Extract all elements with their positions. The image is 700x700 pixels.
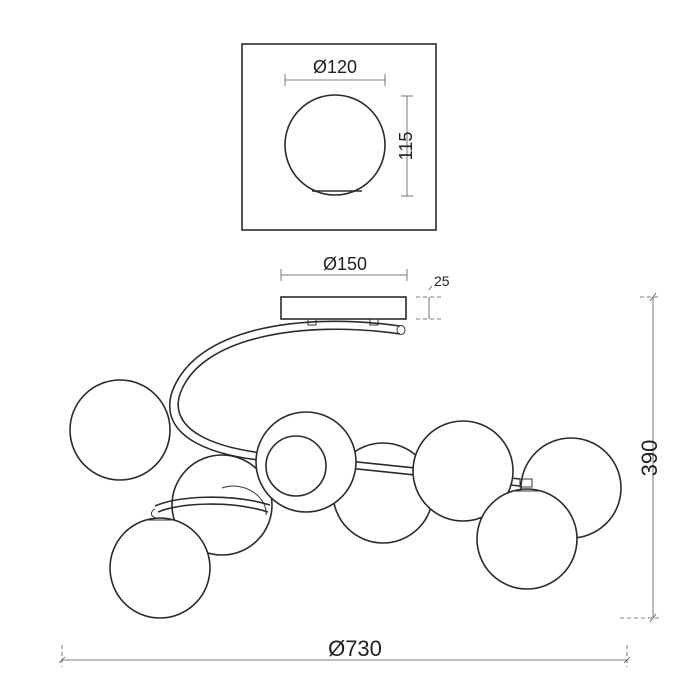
detail-globe xyxy=(284,94,386,196)
globe-upper-left xyxy=(69,379,171,481)
fixture-side-view: Ø150 25 xyxy=(58,254,662,667)
globe-center xyxy=(255,411,357,513)
overall-height-dimension: 390 xyxy=(620,292,662,623)
globe-detail-view: Ø120 115 xyxy=(241,43,437,231)
canopy-diameter-label: Ø150 xyxy=(323,254,367,274)
detail-diameter-dimension: Ø120 xyxy=(284,57,386,86)
detail-height-label: 115 xyxy=(396,132,416,161)
canopy-diameter-dimension: Ø150 xyxy=(280,254,408,281)
globe-lower-left xyxy=(109,517,211,619)
front-globes xyxy=(69,379,578,619)
globe-center-inner-ring xyxy=(265,435,327,497)
detail-diameter-label: Ø120 xyxy=(313,57,357,77)
fixture-arms xyxy=(150,320,533,519)
overall-height-label: 390 xyxy=(637,440,662,477)
overall-diameter-label: Ø730 xyxy=(328,636,382,661)
globe-middle-right xyxy=(412,420,514,522)
detail-height-dimension: 115 xyxy=(396,95,416,197)
canopy-height-label: 25 xyxy=(434,273,450,289)
overall-diameter-dimension: Ø730 xyxy=(58,636,631,667)
canopy-height-dimension: 25 xyxy=(416,273,450,320)
globe-lower-right xyxy=(476,488,578,590)
detail-frame xyxy=(241,43,437,231)
